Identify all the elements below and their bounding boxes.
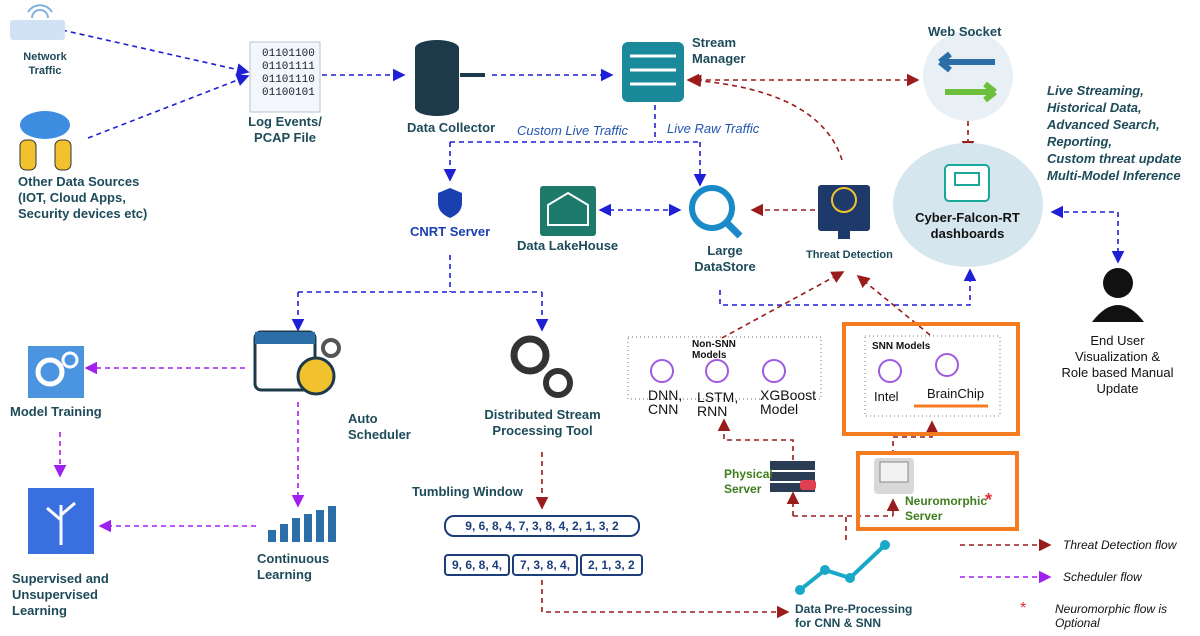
lakehouse-icon: [540, 186, 596, 236]
model-brainchip: BrainChip: [927, 386, 985, 401]
snn-title: SNN Models: [872, 341, 931, 352]
web-socket-icon: [923, 31, 1013, 121]
live-raw-traffic-label: Live Raw Traffic: [667, 121, 760, 136]
threat-monitor-icon: [818, 185, 870, 239]
feature-item: Custom threat update: [1047, 151, 1182, 166]
tumbling-window-2: 7, 3, 8, 4,: [512, 554, 579, 576]
process-gears-icon: [510, 335, 573, 398]
data-flow-arrows: [61, 29, 1125, 332]
dashboard-ellipse: [893, 143, 1043, 267]
threat-flow-arrows: [535, 73, 975, 619]
model-dnn-cnn: DNN, CNN: [648, 387, 683, 417]
stream-manager-label: Stream Manager: [692, 35, 746, 66]
legend-neuromorphic: Neuromorphic flow is Optional: [1055, 602, 1168, 630]
dashboard-label: Cyber-Falcon-RT dashboards: [915, 210, 1020, 241]
snn-highlight-box: [842, 322, 1020, 436]
bar-growth-icon: [268, 506, 336, 542]
line-chart-icon: [795, 540, 890, 595]
physical-server-label: Physical Server: [724, 467, 773, 496]
tumbling-window-3: 2, 1, 3, 2: [580, 554, 643, 576]
neural-tree-icon: [28, 488, 94, 554]
neuromorphic-highlight-box: [856, 451, 1019, 531]
optional-asterisk: *: [985, 490, 993, 510]
tumbling-window-label: Tumbling Window: [412, 484, 523, 499]
neuromorphic-chip-icon: [874, 458, 914, 494]
file-icon: [249, 41, 321, 113]
other-sources-label: Other Data Sources (IOT, Cloud Apps, Sec…: [18, 174, 148, 221]
model-intel: Intel: [874, 389, 899, 404]
search-data-icon: [689, 185, 743, 239]
tumbling-stream: 9, 6, 8, 4, 7, 3, 8, 4, 2, 1, 3, 2: [444, 515, 640, 537]
legend-scheduler: Scheduler flow: [1063, 570, 1142, 584]
non-snn-box: [627, 336, 822, 400]
gears-icon: [28, 346, 84, 398]
legend-arrows: [960, 538, 1052, 584]
scheduler-flow-arrows: [53, 361, 305, 533]
bits-line: 01101100: [262, 48, 315, 60]
monitor-network-icon: [944, 164, 990, 202]
feature-list: Live Streaming, Historical Data, Advanced …: [1047, 82, 1181, 184]
threat-detection-label: Threat Detection: [806, 249, 893, 261]
log-events-label: Log Events/ PCAP File: [248, 114, 322, 145]
data-lakehouse-label: Data LakeHouse: [517, 238, 619, 253]
network-traffic-label: Network Traffic: [23, 51, 67, 77]
model-xgboost: XGBoost Model: [760, 387, 817, 417]
bits-line: 01101111: [262, 61, 315, 73]
feature-item: Reporting,: [1047, 134, 1112, 149]
neuromorphic-server-label: Neuromorphic Server: [905, 494, 988, 523]
bits-line: 01101110: [262, 74, 315, 86]
server-rack-icon: [770, 461, 816, 492]
brain-icons: [650, 353, 959, 383]
web-socket-label: Web Socket: [928, 24, 1002, 39]
distributed-tool-label: Distributed Stream Processing Tool: [484, 407, 601, 438]
end-user-label: End User Visualization & Role based Manu…: [1061, 333, 1174, 396]
feature-item: Historical Data,: [1047, 100, 1142, 115]
non-snn-title: Non-SNN Models: [692, 339, 736, 361]
tumbling-window-1: 9, 6, 8, 4,: [444, 554, 511, 576]
feature-item: Live Streaming,: [1047, 83, 1144, 98]
model-training-label: Model Training: [10, 404, 102, 419]
data-collector-label: Data Collector: [407, 120, 496, 135]
bits-line: 01100101: [262, 87, 315, 99]
wifi-router-icon: [10, 4, 65, 40]
custom-live-traffic-label: Custom Live Traffic: [517, 123, 629, 138]
database-icon: [415, 40, 485, 116]
calendar-clock-icon: [253, 330, 341, 396]
preprocessing-label: Data Pre-Processing for CNN & SNN: [795, 602, 913, 630]
shield-lock-icon: [438, 188, 462, 218]
legend-threat: Threat Detection flow: [1063, 538, 1177, 552]
legend-asterisk: *: [1020, 600, 1027, 617]
stream-manager-icon: [622, 42, 684, 102]
large-datastore-label: Large DataStore: [694, 243, 756, 274]
continuous-learning-label: Continuous Learning: [257, 551, 330, 582]
cnrt-server-label: CNRT Server: [410, 224, 491, 239]
user-icon: [1092, 268, 1144, 322]
supervised-label: Supervised and Unsupervised Learning: [12, 571, 109, 618]
feature-item: Advanced Search,: [1047, 117, 1160, 132]
cloud-database-icon: [19, 111, 72, 171]
feature-item: Multi-Model Inference: [1047, 168, 1181, 183]
model-lstm-rnn: LSTM, RNN: [697, 389, 739, 419]
auto-scheduler-label: Auto Scheduler: [348, 411, 411, 442]
